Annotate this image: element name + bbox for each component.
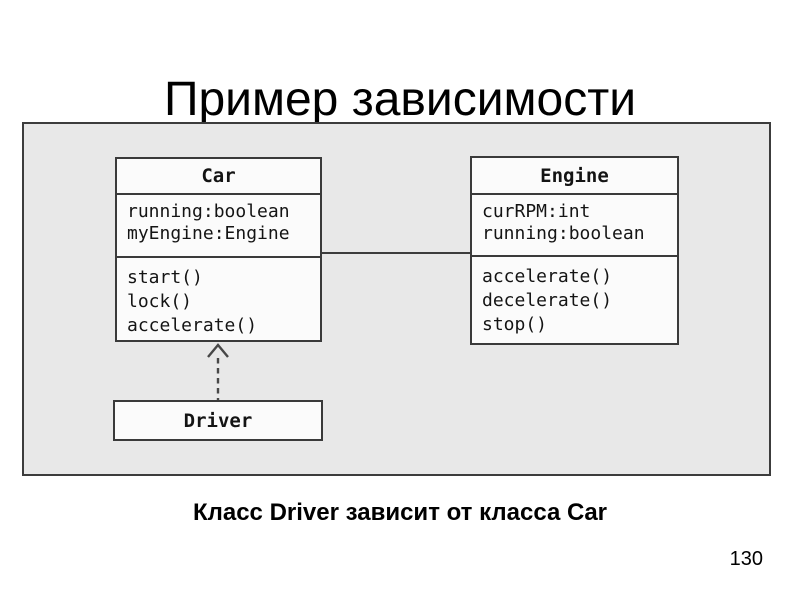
page-number: 130 bbox=[729, 548, 763, 570]
driver-class-name: Driver bbox=[183, 409, 253, 432]
car-method: lock() bbox=[127, 291, 193, 312]
driver-class-box: Driver bbox=[113, 400, 323, 441]
car-method: start() bbox=[127, 267, 203, 288]
engine-method: decelerate() bbox=[482, 290, 613, 311]
engine-method: accelerate() bbox=[482, 266, 613, 287]
car-class-box: Car running:boolean myEngine:Engine star… bbox=[115, 157, 322, 342]
car-attributes: running:boolean myEngine:Engine bbox=[117, 195, 320, 258]
car-method: accelerate() bbox=[127, 315, 258, 336]
engine-attribute: running:boolean bbox=[482, 223, 645, 244]
caption: Класс Driver зависит от класса Car bbox=[192, 499, 608, 526]
engine-method: stop() bbox=[482, 314, 548, 335]
engine-class-name: Engine bbox=[472, 158, 677, 195]
slide-title: Пример зависимости bbox=[163, 73, 637, 127]
car-attribute: running:boolean bbox=[127, 201, 290, 222]
engine-class-box: Engine curRPM:int running:boolean accele… bbox=[470, 156, 679, 345]
engine-attribute: curRPM:int bbox=[482, 201, 591, 222]
dependency-arrow-icon bbox=[207, 343, 229, 401]
car-class-name: Car bbox=[117, 159, 320, 195]
car-attribute: myEngine:Engine bbox=[127, 223, 290, 244]
association-line bbox=[322, 252, 470, 254]
car-methods: start() lock() accelerate() bbox=[117, 258, 320, 338]
engine-methods: accelerate() decelerate() stop() bbox=[472, 257, 677, 337]
engine-attributes: curRPM:int running:boolean bbox=[472, 195, 677, 257]
